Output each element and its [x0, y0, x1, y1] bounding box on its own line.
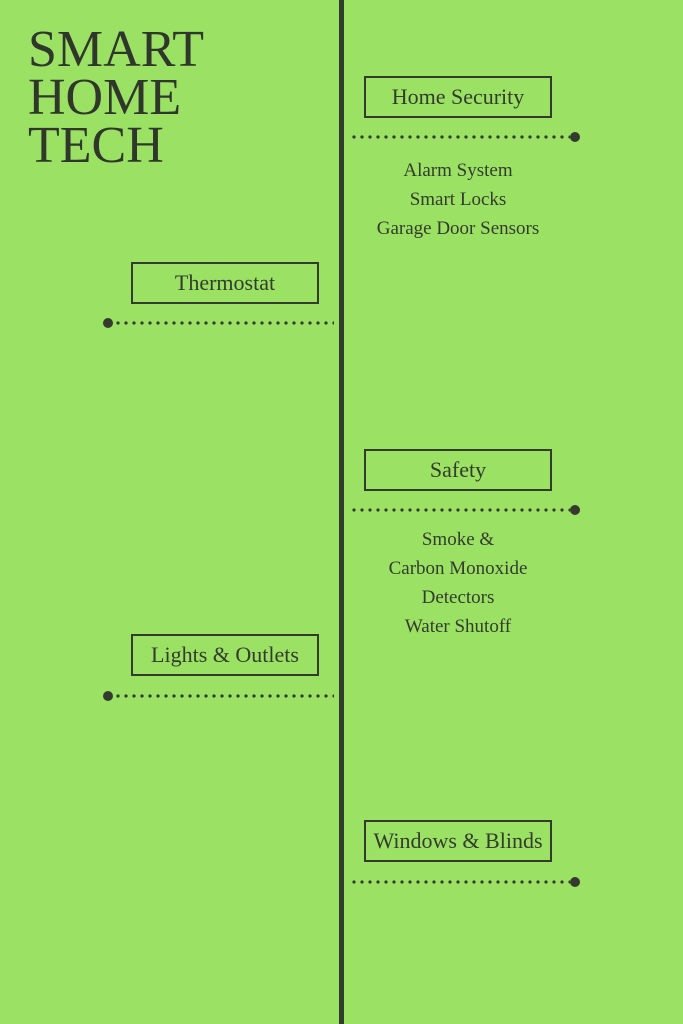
node-thermostat-label: Thermostat [174, 270, 276, 295]
node-home-security-label-box: Home Security [364, 76, 552, 118]
list-item: Smart Locks [409, 189, 507, 210]
list-item: Detectors [421, 587, 495, 608]
title-line-3: TECH [28, 117, 164, 174]
timeline-spine [339, 0, 344, 1024]
node-windows-blinds-label-box: Windows & Blinds [364, 820, 552, 862]
connector-end-dot [103, 691, 113, 701]
node-home-security-label: Home Security [391, 84, 525, 109]
connector-end-dot [570, 877, 580, 887]
node-home-security-connector [350, 132, 581, 142]
title-line-1: SMART [28, 21, 205, 78]
list-item: Water Shutoff [404, 616, 512, 637]
dotted-line [114, 321, 334, 325]
list-item: Garage Door Sensors [376, 218, 540, 239]
connector-end-dot [103, 318, 113, 328]
node-safety-items: Smoke & Carbon Monoxide Detectors Water … [340, 525, 576, 641]
node-thermostat-connector [103, 318, 334, 328]
page-title: SMART HOME TECH [28, 21, 205, 174]
node-lights-outlets-label: Lights & Outlets [151, 642, 299, 667]
dotted-line [350, 508, 570, 512]
node-windows-blinds-connector [350, 877, 581, 887]
connector-end-dot [570, 132, 580, 142]
connector-end-dot [570, 505, 580, 515]
list-item: Carbon Monoxide [388, 558, 528, 579]
node-safety-label: Safety [429, 457, 487, 482]
node-lights-outlets-connector [103, 691, 334, 701]
node-lights-outlets-label-box: Lights & Outlets [131, 634, 319, 676]
node-windows-blinds-label: Windows & Blinds [373, 828, 543, 853]
node-safety-label-box: Safety [364, 449, 552, 491]
node-thermostat-label-box: Thermostat [131, 262, 319, 304]
list-item: Alarm System [403, 160, 513, 181]
node-home-security-items: Alarm System Smart Locks Garage Door Sen… [340, 156, 576, 243]
title-line-2: HOME [28, 69, 182, 126]
dotted-line [350, 135, 570, 139]
dotted-line [350, 880, 570, 884]
list-item: Smoke & [421, 529, 495, 550]
node-safety-connector [350, 505, 581, 515]
dotted-line [114, 694, 334, 698]
